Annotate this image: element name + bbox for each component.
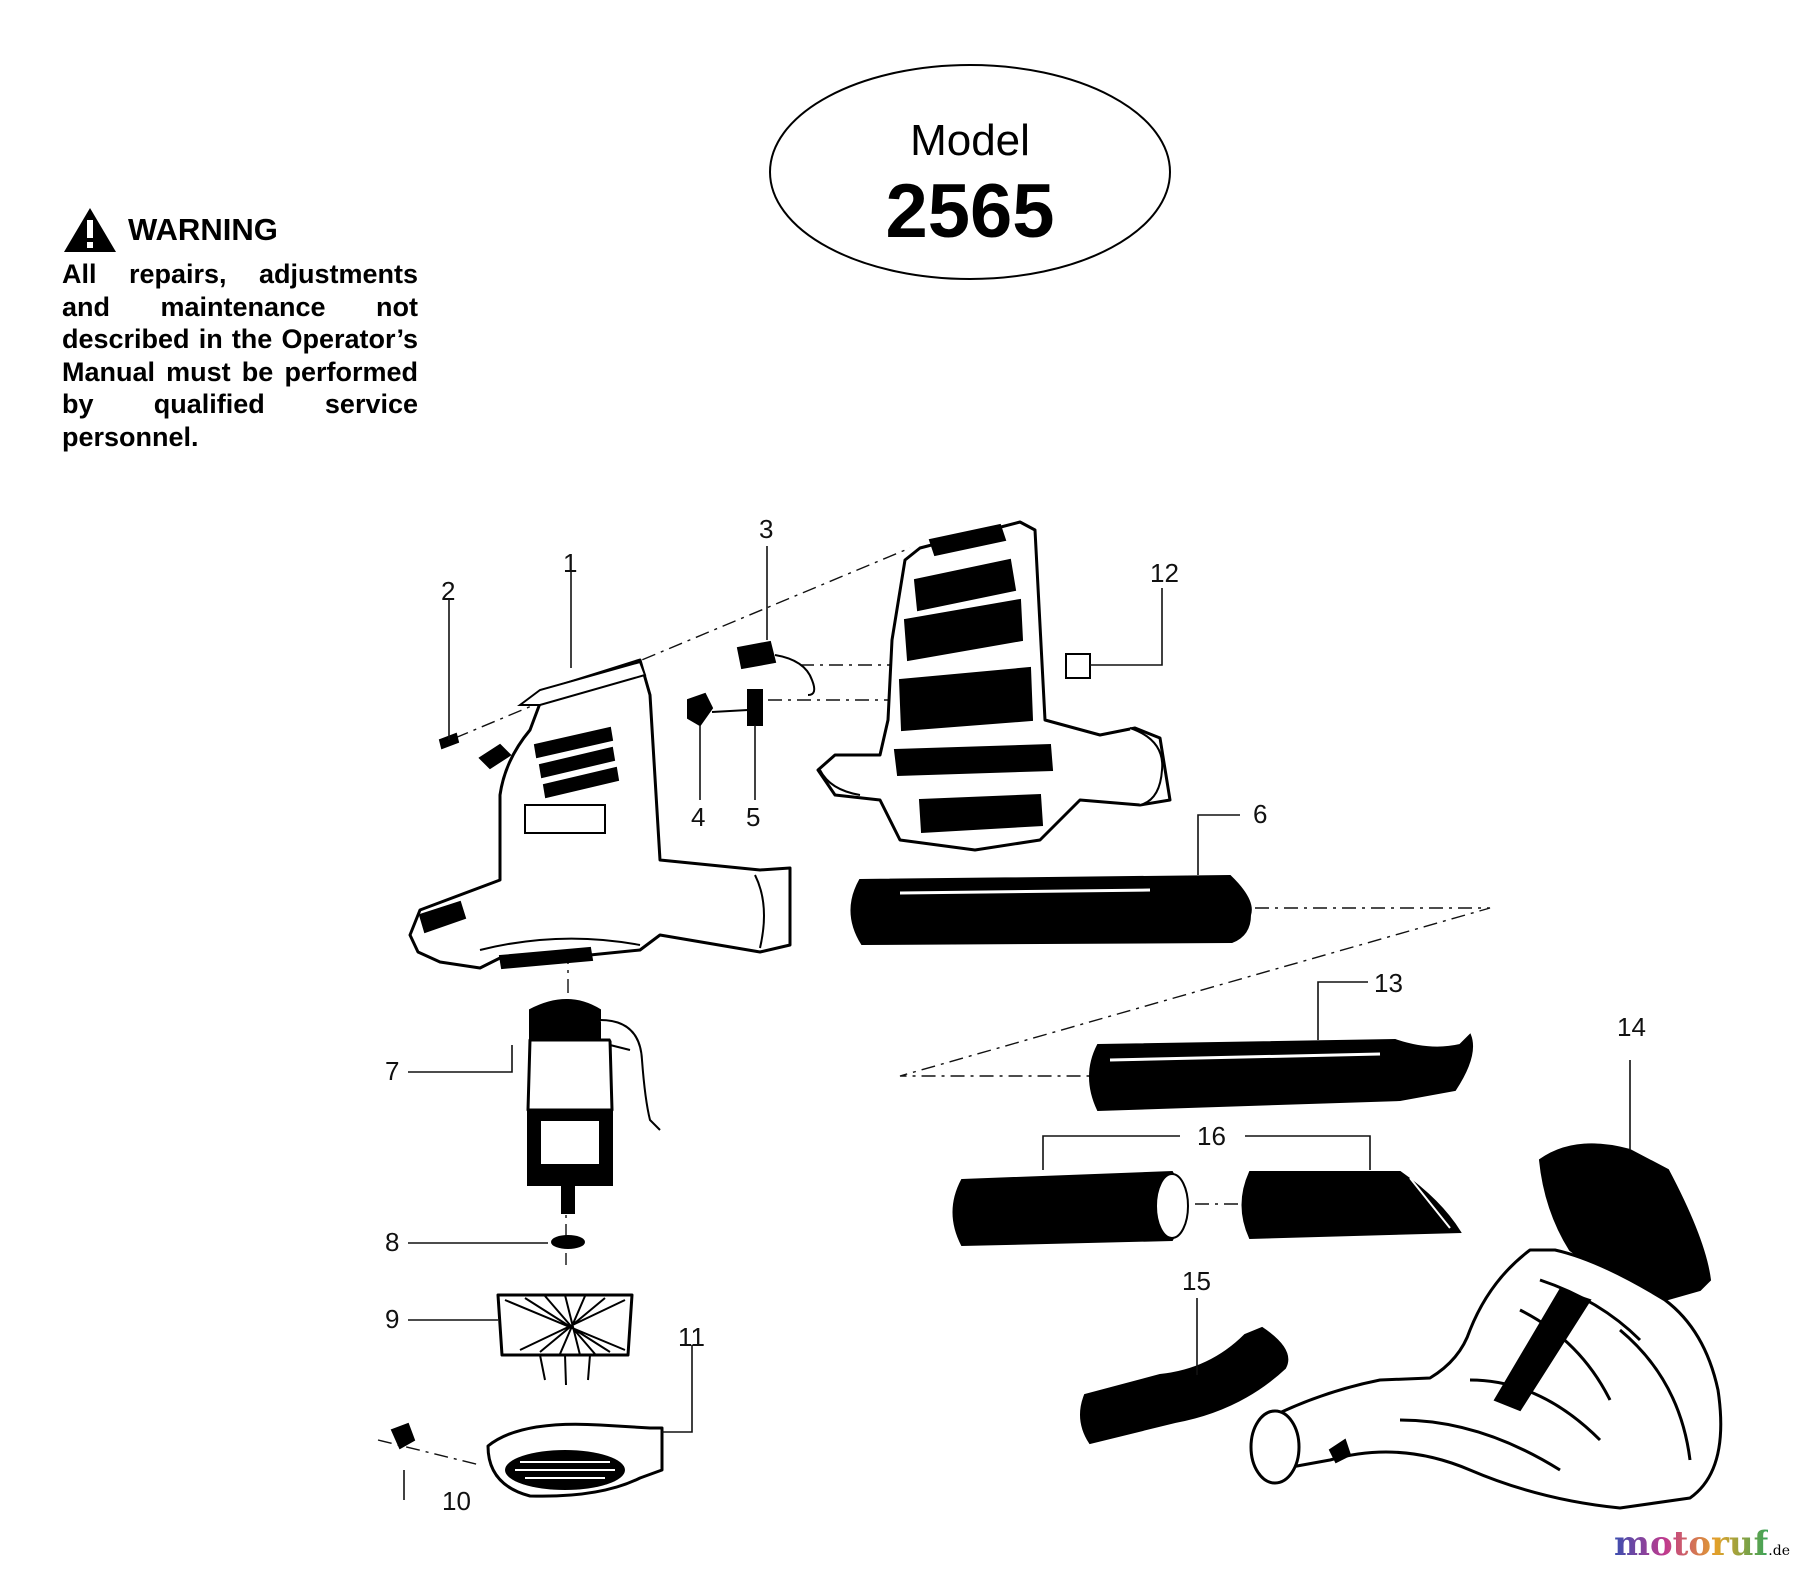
callout-numbers: 1 2 3 4 5 6 7 8 9 10 11 12 13 14 15 16 [385, 514, 1646, 1516]
callout-13: 13 [1374, 968, 1403, 998]
part-7-motor [526, 999, 661, 1214]
callout-7: 7 [385, 1056, 399, 1086]
callout-4: 4 [691, 802, 705, 832]
part-15-elbow [1080, 1326, 1289, 1445]
callout-12: 12 [1150, 558, 1179, 588]
part-6-blower-tube [850, 874, 1252, 946]
part-10-screw [390, 1422, 416, 1450]
part-13-nozzle [1089, 1033, 1474, 1112]
callout-10: 10 [442, 1486, 471, 1516]
callout-14: 14 [1617, 1012, 1646, 1042]
warning-triangle-icon [64, 208, 116, 252]
model-number: 2565 [885, 169, 1055, 254]
callout-3: 3 [759, 514, 773, 544]
callout-2: 2 [441, 576, 455, 606]
watermark: motoruf.de [1614, 1524, 1790, 1564]
callout-8: 8 [385, 1227, 399, 1257]
watermark-suffix: .de [1768, 1543, 1790, 1559]
warning-text: All repairs, adjustments and maintenance… [62, 259, 418, 452]
model-label: Model [910, 116, 1030, 165]
callout-1: 1 [563, 548, 577, 578]
callout-leaders [403, 546, 1631, 1500]
callout-11: 11 [678, 1322, 705, 1352]
warning-block: WARNING All repairs, adjustments and mai… [62, 206, 418, 453]
part-2-screw [438, 732, 460, 750]
callout-15: 15 [1182, 1266, 1211, 1296]
callout-9: 9 [385, 1304, 399, 1334]
callout-16: 16 [1197, 1121, 1226, 1151]
part-11-intake-cover [486, 1422, 664, 1498]
part-4-terminal [687, 692, 714, 727]
part-9-fan [496, 1293, 634, 1386]
callout-5: 5 [746, 802, 760, 832]
part-12-housing-half [816, 520, 1172, 852]
callout-6: 6 [1253, 799, 1267, 829]
part-16-vacuum-tubes [952, 1170, 1462, 1247]
model-badge: Model 2565 [768, 62, 1172, 282]
part-8-washer [551, 1235, 585, 1249]
watermark-brand: motoruf [1614, 1524, 1769, 1564]
warning-title-text: WARNING [128, 212, 278, 247]
part-14-collection-bag [1249, 1143, 1723, 1510]
part-1-housing [408, 658, 792, 970]
part-3-switch [736, 640, 816, 696]
part-5-cord-clip [711, 689, 763, 726]
warning-title: WARNING [62, 206, 418, 254]
